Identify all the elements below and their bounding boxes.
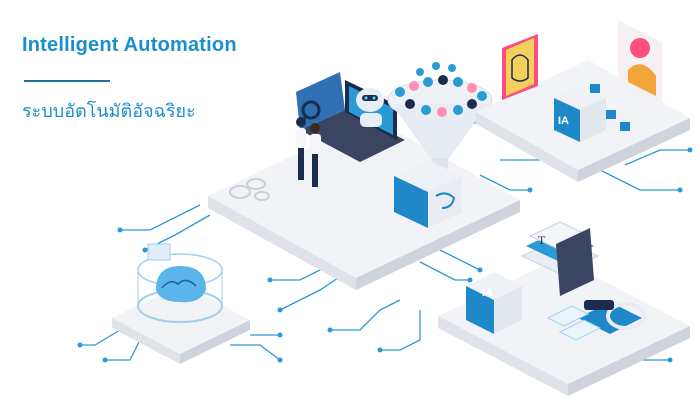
gear-icon bbox=[229, 178, 270, 201]
ia-cube-bottom: IA bbox=[466, 272, 522, 334]
book-stack-icon: T bbox=[520, 221, 600, 296]
circuit-nodes bbox=[77, 147, 693, 363]
user-badges bbox=[395, 62, 487, 117]
abstract-frame bbox=[618, 20, 662, 104]
title-divider bbox=[24, 80, 110, 82]
code-cards bbox=[546, 305, 602, 341]
chip-label: IA bbox=[482, 287, 493, 299]
left-platform bbox=[112, 284, 250, 364]
book-letter: T bbox=[538, 233, 546, 247]
page-subtitle: ระบบอัตโนมัติอัจฉริยะ bbox=[22, 101, 196, 122]
person-pointing bbox=[310, 123, 321, 187]
brain-cube bbox=[394, 160, 462, 228]
small-cubes bbox=[590, 84, 630, 131]
chip-label: IA bbox=[558, 115, 569, 127]
brain-icon bbox=[137, 243, 223, 323]
portrait-frame bbox=[502, 34, 538, 100]
page-title: Intelligent Automation bbox=[22, 34, 237, 56]
robot-icon bbox=[356, 88, 384, 127]
magnifier-icon bbox=[300, 100, 321, 123]
